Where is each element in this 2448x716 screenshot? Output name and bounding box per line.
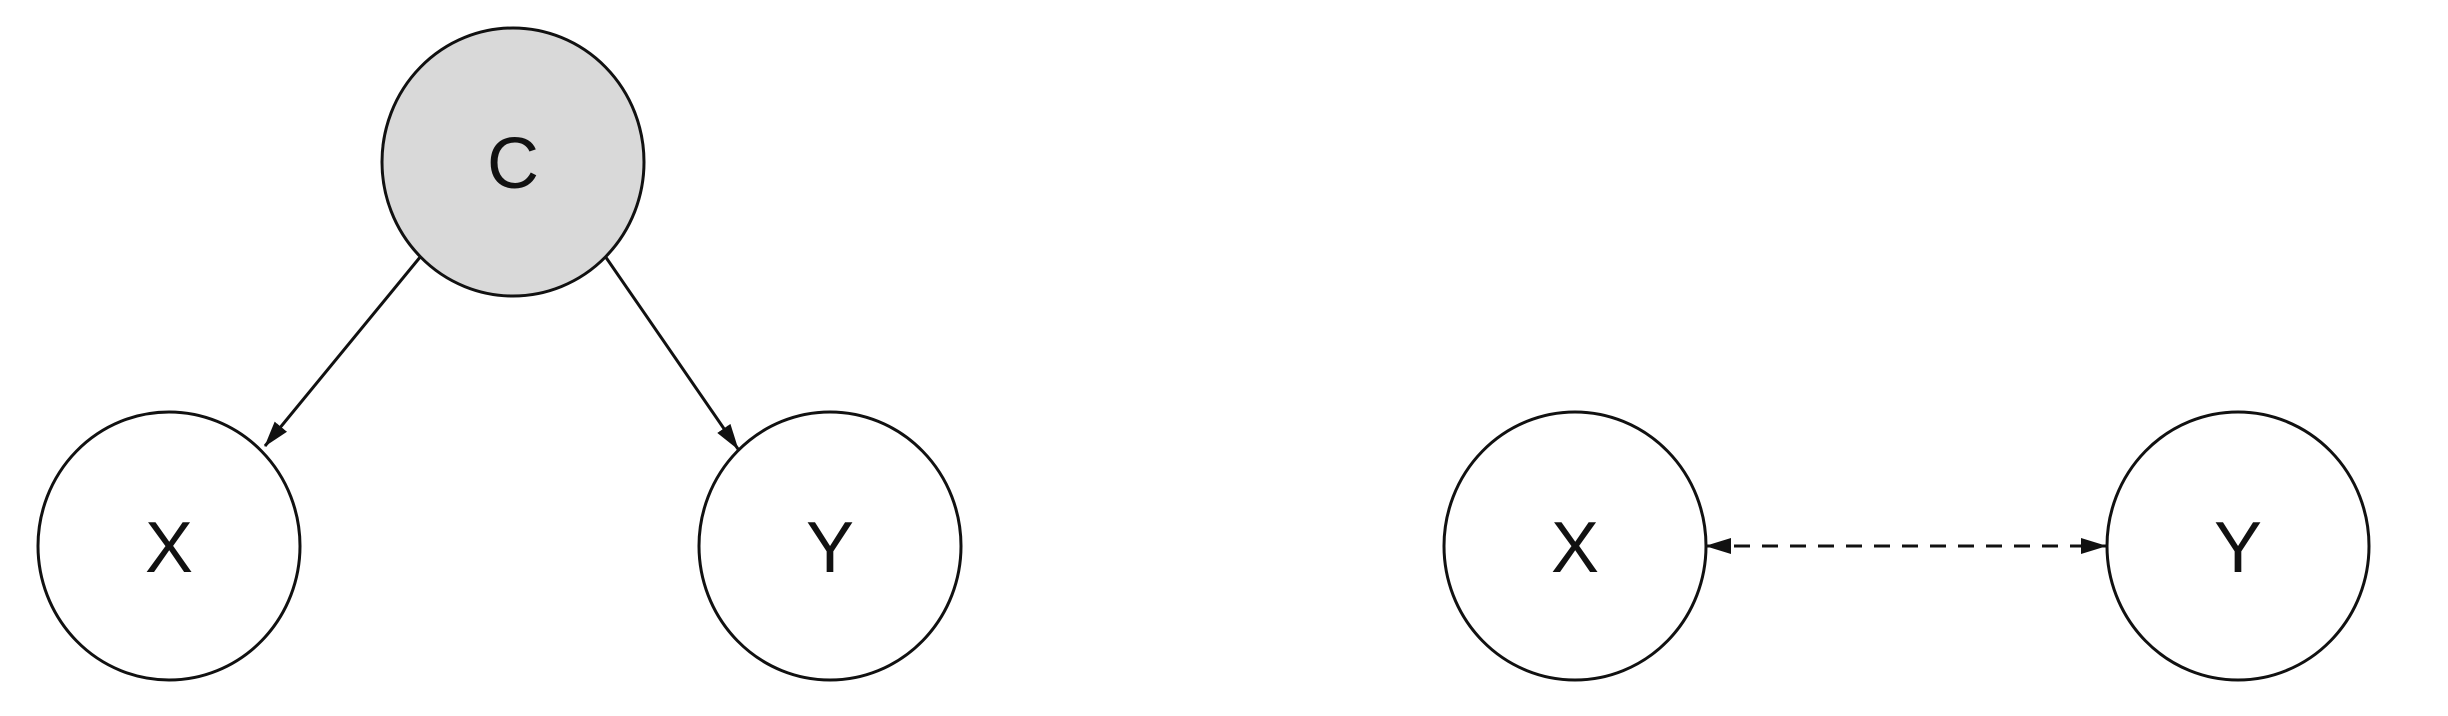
edge-c-to-x <box>263 255 423 447</box>
node-x-label: X <box>145 508 193 588</box>
node-c: C <box>380 26 646 298</box>
node-x-right-circle <box>1442 410 1708 682</box>
node-x: X <box>36 410 302 682</box>
node-y-right-circle <box>2105 410 2371 682</box>
node-x-circle <box>36 410 302 682</box>
node-y-label: Y <box>806 508 854 588</box>
left-graph: C X Y <box>36 26 963 682</box>
right-graph: X Y <box>1442 410 2371 682</box>
node-c-circle <box>380 26 646 298</box>
node-y-right: Y <box>2105 410 2371 682</box>
node-y: Y <box>697 410 963 682</box>
node-x-right-label: X <box>1551 508 1599 588</box>
node-x-right: X <box>1442 410 1708 682</box>
edge-c-to-y <box>603 255 740 450</box>
node-c-label: C <box>487 124 539 204</box>
node-y-circle <box>697 410 963 682</box>
node-y-right-label: Y <box>2214 508 2262 588</box>
